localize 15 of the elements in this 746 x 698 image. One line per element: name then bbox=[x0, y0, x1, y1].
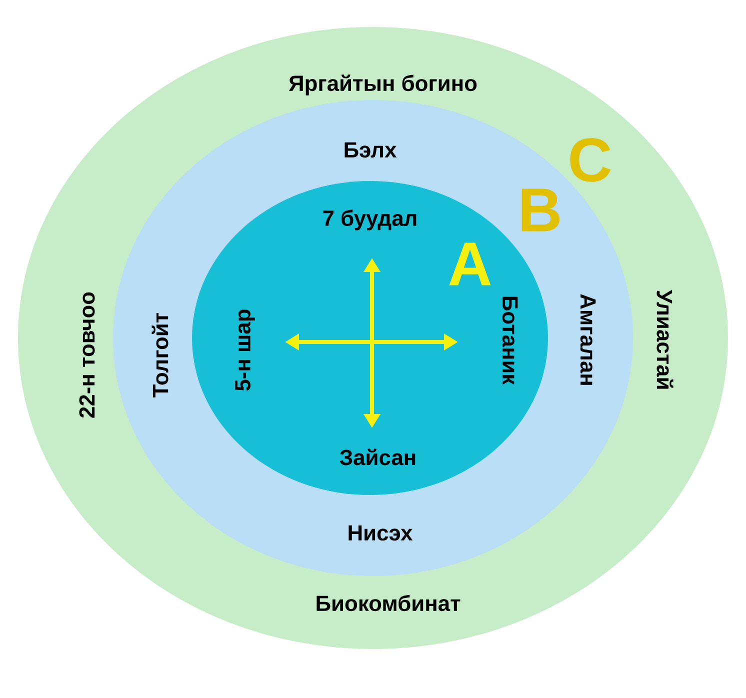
zone-letter: B bbox=[522, 188, 560, 232]
zone-letter: C bbox=[570, 138, 611, 182]
place-label: 7 буудал bbox=[323, 210, 416, 230]
place-label: Бэлх bbox=[344, 142, 397, 158]
place-label: Амгалан bbox=[580, 294, 596, 385]
place-label: Зайсан bbox=[340, 448, 416, 466]
place-label: Улиастай bbox=[656, 290, 674, 389]
place-label: 5-н шар bbox=[235, 310, 255, 391]
place-label: 22-н товчоо bbox=[79, 292, 95, 418]
place-label: Биокомбинат bbox=[316, 594, 460, 612]
place-label: Ботаник bbox=[502, 296, 518, 385]
place-label: Толгойт bbox=[152, 312, 168, 398]
zone-letter: A bbox=[449, 242, 491, 286]
place-label: Нисэх bbox=[348, 525, 413, 541]
place-label: Яргайтын богино bbox=[288, 74, 477, 96]
